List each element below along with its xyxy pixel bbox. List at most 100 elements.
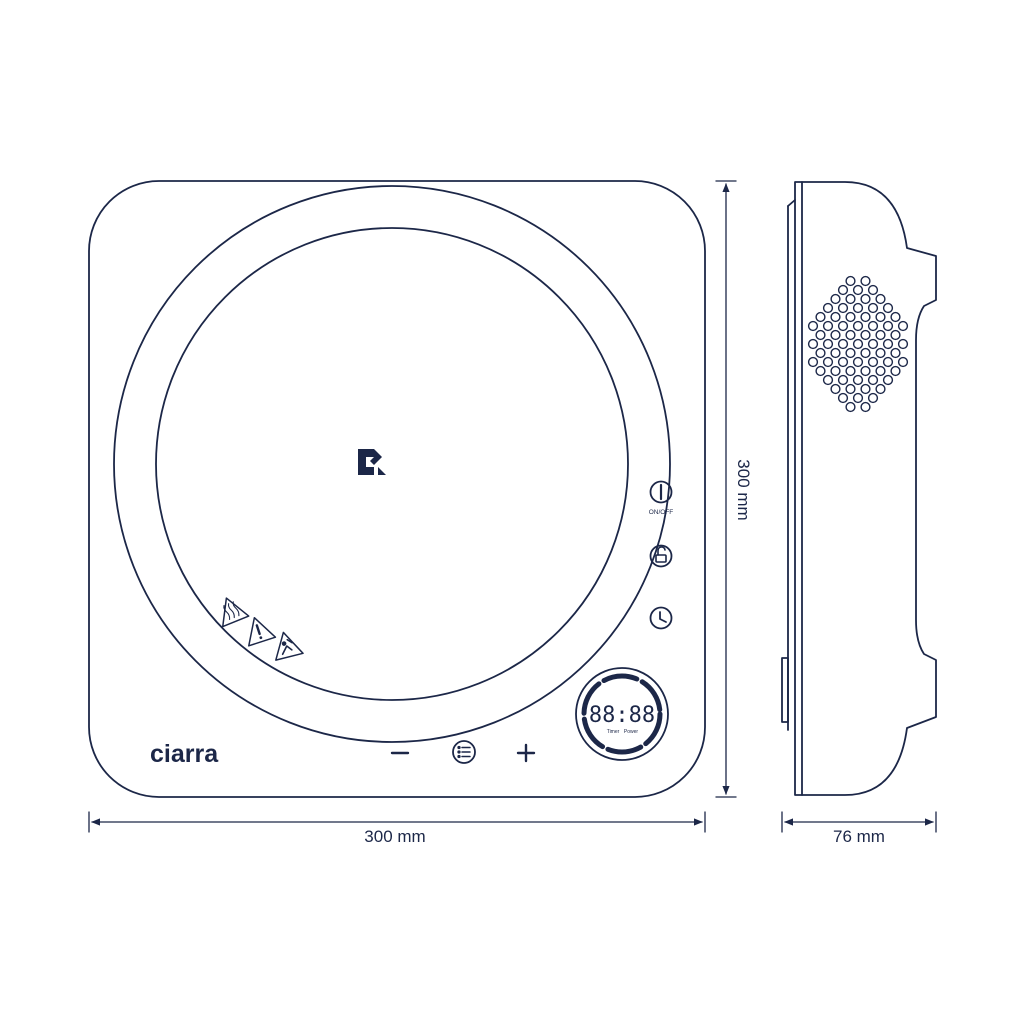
vent-hole — [837, 338, 849, 350]
vent-hole — [845, 347, 856, 359]
vent-hole — [867, 338, 879, 350]
brand-mark-icon — [358, 449, 386, 475]
vent-hole — [807, 320, 819, 332]
vent-hole — [852, 338, 864, 350]
vent-hole — [875, 347, 886, 359]
vent-hole — [830, 293, 841, 305]
vent-hole — [860, 347, 871, 359]
lock-button[interactable] — [649, 544, 673, 568]
vent-hole — [867, 392, 879, 404]
vent-hole — [837, 392, 849, 404]
vent-hole — [890, 329, 901, 341]
vent-hole — [845, 329, 856, 341]
vent-hole — [837, 284, 849, 296]
vent-hole — [815, 329, 826, 341]
vent-hole — [845, 275, 856, 287]
power-button-label: ON/OFF — [649, 509, 674, 516]
vent-hole — [860, 311, 871, 323]
vent-hole — [890, 311, 901, 323]
caution-warning-icon — [248, 616, 277, 647]
vent-hole — [822, 356, 834, 368]
vent-hole — [815, 347, 826, 359]
display-panel — [575, 667, 669, 761]
cooking-zone-outer-ring — [113, 185, 671, 743]
vent-hole — [807, 356, 819, 368]
vent-hole — [867, 356, 879, 368]
vent-hole — [867, 284, 879, 296]
hot-surface-warning-icon — [222, 597, 250, 628]
vent-hole — [875, 329, 886, 341]
vent-hole — [845, 383, 856, 395]
vent-hole — [860, 383, 871, 395]
vent-hole — [882, 320, 894, 332]
vent-hole — [875, 311, 886, 323]
vent-hole — [882, 356, 894, 368]
vent-hole — [845, 401, 856, 413]
menu-button[interactable] — [452, 740, 476, 764]
vent-hole — [882, 338, 894, 350]
vent-hole — [837, 356, 849, 368]
side-foot — [781, 657, 789, 723]
vent-hole — [860, 401, 871, 413]
vent-hole — [822, 320, 834, 332]
vent-hole — [830, 383, 841, 395]
vent-hole — [875, 365, 886, 377]
no-children-warning-icon — [275, 631, 304, 661]
vent-hole — [852, 392, 864, 404]
width-dimension-line — [88, 811, 706, 833]
vent-hole — [852, 356, 864, 368]
height-dimension-label: 300 mm — [734, 459, 753, 520]
depth-dimension-label: 76 mm — [833, 827, 885, 846]
display-digits: 88:88 — [589, 703, 655, 728]
height-dimension-line — [715, 180, 737, 798]
vent-hole — [897, 356, 909, 368]
power-level-label: Power — [624, 729, 639, 735]
vent-hole — [852, 374, 864, 386]
vent-hole — [897, 320, 909, 332]
width-dimension-label: 300 mm — [364, 827, 425, 846]
clock-icon — [659, 611, 667, 623]
vent-hole — [875, 383, 886, 395]
vent-hole — [890, 347, 901, 359]
vent-hole — [897, 338, 909, 350]
hob-body-outline — [88, 180, 706, 798]
vent-hole — [830, 365, 841, 377]
vent-hole — [822, 374, 834, 386]
vent-hole — [882, 374, 894, 386]
vent-hole — [830, 311, 841, 323]
vent-hole — [860, 275, 871, 287]
menu-icon — [457, 745, 471, 759]
plus-icon[interactable] — [516, 743, 536, 763]
vent-hole — [837, 302, 849, 314]
side-profile-outline — [794, 181, 937, 796]
timer-button[interactable] — [649, 606, 673, 630]
vent-hole — [875, 293, 886, 305]
vent-hole — [830, 347, 841, 359]
vent-hole — [867, 374, 879, 386]
vent-hole — [822, 338, 834, 350]
vent-hole — [890, 365, 901, 377]
vent-hole — [852, 320, 864, 332]
power-button[interactable] — [649, 480, 673, 504]
vent-hole — [837, 320, 849, 332]
vent-hole — [815, 365, 826, 377]
power-icon — [649, 480, 673, 504]
vent-hole — [845, 311, 856, 323]
timer-label: Timer — [607, 729, 620, 735]
vent-hole — [867, 302, 879, 314]
vent-hole — [860, 365, 871, 377]
unlock-icon — [655, 546, 667, 563]
vent-hole — [867, 320, 879, 332]
vent-hole — [845, 365, 856, 377]
vent-hole — [830, 329, 841, 341]
brand-logo: ciarra — [150, 740, 219, 768]
vent-hole — [822, 302, 834, 314]
vent-hole — [815, 311, 826, 323]
cooking-zone-inner-ring — [155, 227, 629, 701]
depth-dimension-line — [781, 811, 937, 833]
vent-hole — [807, 338, 819, 350]
vent-hole — [837, 374, 849, 386]
vent-hole — [852, 284, 864, 296]
vent-hole — [852, 302, 864, 314]
